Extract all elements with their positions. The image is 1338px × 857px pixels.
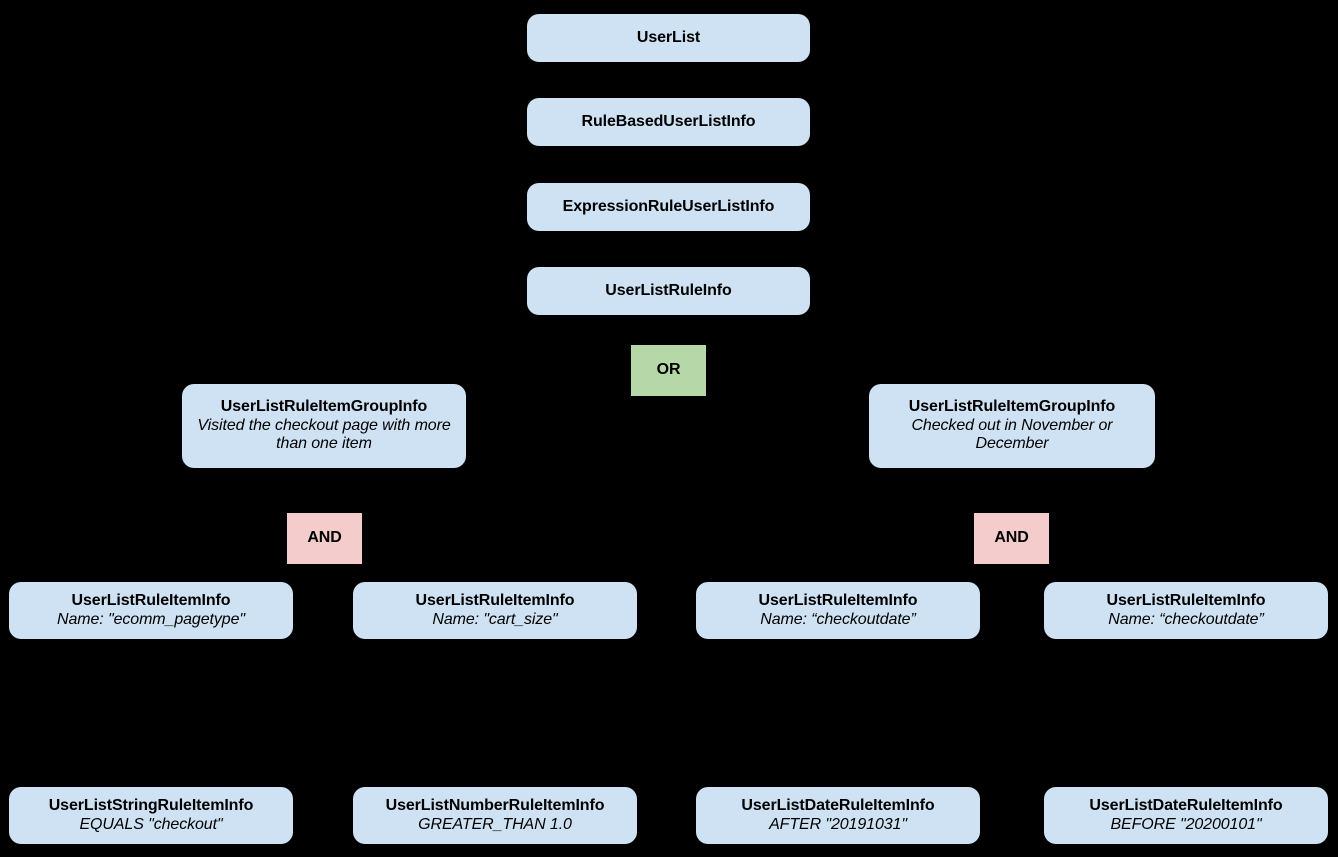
node-title: ExpressionRuleUserListInfo <box>562 197 775 215</box>
node-title: UserListRuleItemGroupInfo <box>220 397 428 415</box>
node-title: UserListRuleItemInfo <box>1106 591 1266 609</box>
edge-userlist-to-rulebased-arrowhead <box>661 89 676 98</box>
edge-rulebased-to-expressionrule-arrowhead <box>661 174 676 183</box>
node-title: OR <box>656 361 681 379</box>
edge-ruleinfo-to-group-left-arrowhead <box>317 375 331 384</box>
node-subtitle: EQUALS "checkout" <box>79 815 223 833</box>
node-subtitle: AFTER "20191031" <box>769 815 907 833</box>
edge-group-right-to-item-before-arrowhead <box>1179 573 1193 582</box>
node-and-operator-right[interactable]: AND <box>974 513 1049 564</box>
edge-group-left-to-and-left-arrowhead <box>317 504 332 513</box>
node-subtitle: Name: "cart_size" <box>432 610 558 628</box>
node-title: UserListRuleItemGroupInfo <box>908 397 1116 415</box>
node-title: UserListRuleItemInfo <box>71 591 231 609</box>
edge-group-left-to-item-pagetype-arrowhead <box>144 573 158 582</box>
node-title: AND <box>307 529 342 547</box>
node-title: UserListDateRuleItemInfo <box>741 796 935 814</box>
edge-ruleinfo-to-group-right-arrowhead <box>1005 375 1019 384</box>
node-title: RuleBasedUserListInfo <box>581 112 756 130</box>
edge-group-right-to-item-after-arrowhead <box>831 573 845 582</box>
node-title: UserList <box>636 28 701 46</box>
edge-item-pagetype-to-leaf-string-arrowhead <box>144 778 158 787</box>
edge-expressionrule-to-ruleinfo-arrowhead <box>661 258 676 267</box>
edge-ruleinfo-to-group-left <box>323 314 670 385</box>
node-subtitle: Name: “checkoutdate” <box>760 610 916 628</box>
node-userlistruleinfo[interactable]: UserListRuleInfo <box>527 267 810 315</box>
edge-item-before-to-leaf-date-before-arrowhead <box>1179 778 1193 787</box>
edge-ruleinfo-to-or-arrowhead <box>661 336 676 345</box>
node-title: UserListNumberRuleItemInfo <box>385 796 605 814</box>
node-and-operator-left[interactable]: AND <box>287 513 362 564</box>
edge-ruleinfo-to-group-right <box>667 314 1013 385</box>
edge-group-right-to-and-right-arrowhead <box>1004 504 1019 513</box>
node-subtitle: Name: “checkoutdate” <box>1108 610 1264 628</box>
node-or-operator[interactable]: OR <box>631 345 706 396</box>
node-subtitle: Visited the checkout page with more than… <box>197 416 451 453</box>
node-title: AND <box>994 529 1029 547</box>
node-subtitle: Checked out in November or December <box>911 416 1113 453</box>
edge-group-right-to-and-right <box>1010 467 1013 514</box>
node-expressionruleuserlistinfo[interactable]: ExpressionRuleUserListInfo <box>527 183 810 231</box>
edge-item-cartsize-to-leaf-number-arrowhead <box>488 778 502 787</box>
node-userlist[interactable]: UserList <box>527 14 810 62</box>
node-title: UserListRuleItemInfo <box>758 591 918 609</box>
edge-group-left-to-and-left <box>323 467 326 514</box>
node-subtitle: BEFORE "20200101" <box>1110 815 1262 833</box>
node-title: UserListStringRuleItemInfo <box>48 796 254 814</box>
edge-group-left-to-item-cartsize-arrowhead <box>488 573 502 582</box>
node-rulebaseduserlistinfo[interactable]: RuleBasedUserListInfo <box>527 98 810 146</box>
node-title: UserListRuleInfo <box>605 281 732 299</box>
node-title: UserListDateRuleItemInfo <box>1089 796 1283 814</box>
node-title: UserListRuleItemInfo <box>415 591 575 609</box>
node-subtitle: GREATER_THAN 1.0 <box>418 815 572 833</box>
node-subtitle: Name: "ecomm_pagetype" <box>57 610 245 628</box>
edge-item-after-to-leaf-date-after-arrowhead <box>831 778 845 787</box>
